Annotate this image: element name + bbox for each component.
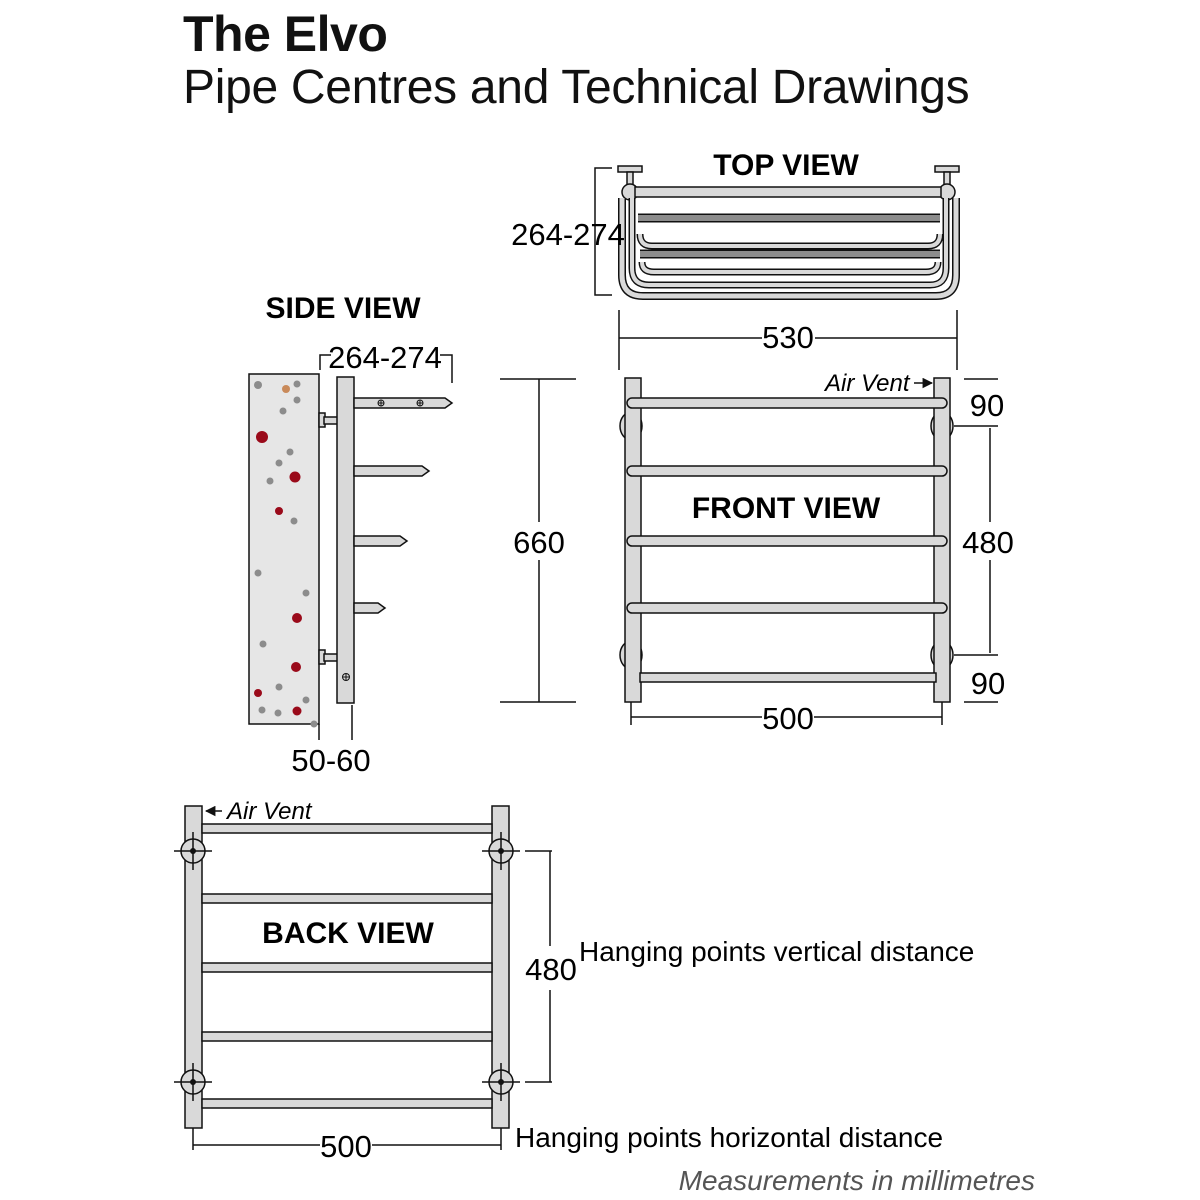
front-top-offset-label: 90 xyxy=(970,388,1004,423)
top-wall-bracket-left xyxy=(617,165,643,173)
top-view-heading: TOP VIEW xyxy=(713,149,859,182)
front-bracket-width-label: 500 xyxy=(762,701,814,736)
hanging-point-icon xyxy=(174,1063,212,1101)
hanging-point-icon xyxy=(174,832,212,870)
back-horizontal-label: 500 xyxy=(320,1129,372,1164)
side-depth-label: 264-274 xyxy=(328,340,442,375)
measurements-footnote: Measurements in millimetres xyxy=(679,1165,1035,1196)
back-view: BACK VIEW Air Vent 480 Hanging points ve… xyxy=(174,798,974,1164)
front-view: FRONT VIEW Air Vent 90 480 90 500 xyxy=(619,370,1014,736)
side-view-heading: SIDE VIEW xyxy=(265,292,421,325)
height-dimension: 660 xyxy=(500,378,576,703)
back-view-heading: BACK VIEW xyxy=(262,917,434,950)
side-rail-3 xyxy=(353,535,409,547)
back-rail-1 xyxy=(201,823,493,834)
top-view: TOP VIEW 264-274 xyxy=(511,149,960,300)
back-vertical-label: 480 xyxy=(525,952,577,987)
side-upright xyxy=(336,376,355,704)
total-height-label: 660 xyxy=(513,525,565,560)
hanging-horizontal-note: Hanging points horizontal distance xyxy=(515,1122,943,1153)
hanging-vertical-note: Hanging points vertical distance xyxy=(579,936,974,967)
total-width-label: 530 xyxy=(762,320,814,355)
top-depth-label: 264-274 xyxy=(511,217,625,252)
wall-specks xyxy=(254,380,318,728)
side-rail-1 xyxy=(353,397,454,409)
back-rail-5 xyxy=(201,1098,493,1109)
page-title: The Elvo xyxy=(183,6,388,62)
front-rail-4 xyxy=(626,602,948,614)
back-rail-2 xyxy=(201,893,493,904)
side-gap-label: 50-60 xyxy=(291,743,370,778)
top-depth-bracket xyxy=(594,167,612,296)
hanging-point-icon xyxy=(482,832,520,870)
front-view-heading: FRONT VIEW xyxy=(692,492,881,525)
wall-section xyxy=(248,373,320,725)
back-rail-4 xyxy=(201,1031,493,1042)
front-rail-2 xyxy=(626,465,948,477)
front-rail-1 xyxy=(626,397,948,409)
side-rail-4 xyxy=(353,602,387,614)
front-bracket-height-label: 480 xyxy=(962,525,1014,560)
top-wall-bracket-right xyxy=(934,165,960,173)
page-subtitle: Pipe Centres and Technical Drawings xyxy=(183,61,970,114)
front-rail-5 xyxy=(639,672,937,683)
air-vent-label-back: Air Vent xyxy=(225,798,313,825)
front-rail-3 xyxy=(626,535,948,547)
front-bottom-offset-label: 90 xyxy=(971,666,1005,701)
air-vent-label-front: Air Vent xyxy=(823,370,911,397)
side-view: SIDE VIEW 264-274 xyxy=(248,292,454,778)
back-rail-3 xyxy=(201,962,493,973)
top-frame-bar xyxy=(634,186,942,198)
side-rail-2 xyxy=(353,465,431,477)
hanging-point-icon xyxy=(482,1063,520,1101)
width-dimension: 530 xyxy=(618,310,958,370)
